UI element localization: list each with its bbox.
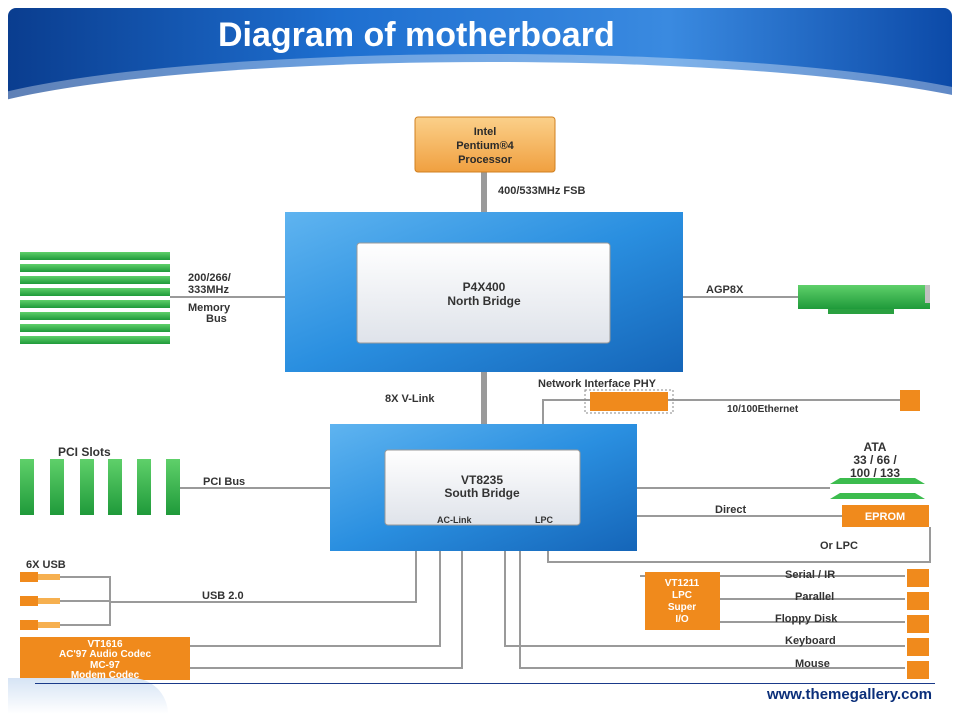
usb-bus-label: USB 2.0	[202, 590, 244, 602]
modem-line	[190, 525, 463, 669]
north-bridge-line1: P4X400	[463, 280, 506, 294]
ethernet-port	[900, 390, 920, 411]
modem-codec-line2: Modem Codec	[71, 670, 140, 680]
ata-line2: 33 / 66 /	[853, 453, 897, 467]
south-bridge-line2: South Bridge	[444, 486, 520, 500]
vlink-label: 8X V-Link	[385, 393, 435, 405]
keyboard-line	[504, 525, 905, 647]
fsb-label: 400/533MHz FSB	[498, 185, 585, 197]
floppy-disk-label: Floppy Disk	[775, 613, 838, 625]
eprom-chip	[842, 505, 929, 527]
memory-line1: 200/266/	[188, 272, 231, 284]
memory-modules	[20, 252, 170, 344]
lpc-label: LPC	[535, 515, 554, 525]
superio-line4: I/O	[675, 614, 689, 625]
memory-line2: 333MHz	[188, 284, 229, 296]
network-phy-outline	[584, 389, 674, 414]
ata-line1: ATA	[864, 440, 887, 454]
audio-codec-chip: VT1616 AC'97 Audio Codec	[20, 637, 190, 660]
mouse-label: Mouse	[795, 658, 830, 670]
cpu-block: Intel Pentium®4 Processor	[414, 116, 556, 173]
agp-card	[798, 285, 930, 314]
pci-bus-label: PCI Bus	[203, 476, 245, 488]
audio-line	[190, 525, 441, 647]
footer-url: www.themegallery.com	[766, 686, 932, 703]
cpu-line2: Pentium®4	[456, 140, 514, 152]
audio-codec-line1: VT1616	[87, 639, 122, 650]
north-bridge-line2: North Bridge	[447, 294, 521, 308]
superio-line2: LPC	[672, 590, 692, 601]
usb-ports-label: 6X USB	[26, 559, 66, 571]
cpu-line1: Intel	[474, 126, 497, 138]
serial-ir-label: Serial / IR	[785, 569, 835, 581]
south-bridge-block: VT8235 South Bridge AC-Link LPC	[330, 424, 637, 551]
io-ports	[907, 569, 929, 679]
memory-line3: Memory	[188, 302, 231, 314]
usb-ports	[20, 572, 60, 630]
parallel-label: Parallel	[795, 591, 834, 603]
direct-label: Direct	[715, 504, 747, 516]
keyboard-label: Keyboard	[785, 635, 836, 647]
motherboard-diagram: Intel Pentium®4 Processor 400/533MHz FSB…	[20, 116, 931, 680]
ata-line3: 100 / 133	[850, 466, 900, 480]
or-lpc-label: Or LPC	[820, 540, 858, 552]
cpu-line3: Processor	[458, 154, 513, 166]
north-bridge-block: P4X400 North Bridge	[285, 212, 683, 372]
slide-header: Diagram of motherboard	[0, 0, 960, 104]
south-bridge-line1: VT8235	[461, 473, 503, 487]
pci-slots	[20, 459, 180, 515]
eprom-label: EPROM	[865, 511, 905, 523]
agp-label: AGP8X	[706, 284, 744, 296]
modem-codec-chip: MC-97 Modem Codec	[20, 659, 190, 680]
network-phy-label: Network Interface PHY	[538, 378, 657, 390]
footer-wave	[8, 678, 168, 714]
superio-line3: Super	[668, 602, 696, 613]
footer-divider	[35, 683, 935, 684]
mouse-line	[519, 525, 905, 669]
ethernet-label: 10/100Ethernet	[727, 404, 799, 415]
superio-line1: VT1211	[665, 578, 700, 589]
network-phy-chip	[590, 392, 668, 411]
ata-connectors	[830, 478, 925, 499]
ac-link-label: AC-Link	[437, 515, 472, 525]
slide-title: Diagram of motherboard	[218, 16, 615, 54]
audio-codec-line2: AC'97 Audio Codec	[59, 649, 151, 660]
modem-codec-line1: MC-97	[90, 660, 120, 671]
superio-chip: VT1211 LPC Super I/O	[645, 572, 720, 630]
memory-line4: Bus	[206, 313, 227, 325]
pci-slots-label: PCI Slots	[58, 445, 111, 459]
